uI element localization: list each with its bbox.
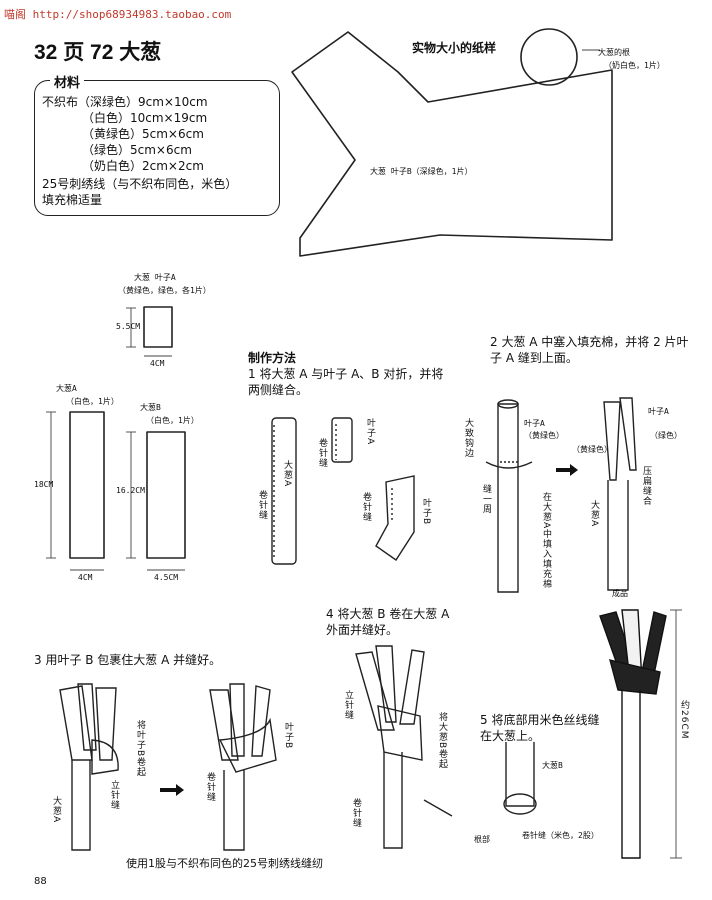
step2-yg2: （黄绿色） <box>572 445 612 454</box>
step3-wrap: 将叶子B卷起 <box>135 720 145 778</box>
step2-stuff: 在大葱A中填入填充棉 <box>541 492 551 590</box>
step4-wrap: 将大葱B卷起 <box>437 712 447 770</box>
step2-line2: 子 A 缝到上面。 <box>490 351 578 365</box>
step2-stitch-around: 缝一周 <box>481 484 491 514</box>
step4-roll: 卷针缝 <box>351 798 361 828</box>
step5-stalkB: 大葱B <box>542 761 563 770</box>
step1-leafA-label: 叶子A <box>365 418 375 446</box>
stalkB-pattern-rect <box>146 431 186 559</box>
step5-roll: 卷针缝（米色，2股） <box>522 831 599 840</box>
step1-roll-label: 卷针缝 <box>317 438 327 468</box>
step5-line2: 在大葱上。 <box>480 729 541 743</box>
material-line-2: （白色）10cm×19cm <box>82 111 208 125</box>
root-label: 大葱的根 <box>598 48 630 57</box>
step3-stand-sew: 立针缝 <box>109 780 119 810</box>
finished-height: 约26CM <box>679 700 689 740</box>
leafA-piece-sub: （黄绿色，绿色，各1片） <box>118 286 211 295</box>
step2-stitch-big: 大致钩边 <box>463 418 473 458</box>
stalkA-title: 大葱A <box>56 384 77 393</box>
footer-note: 使用1股与不织布同色的25号刺绣线缝纫 <box>126 857 323 870</box>
leafA-width: 4CM <box>150 359 165 368</box>
stalkB-sub: （白色，1片） <box>146 416 199 425</box>
step1-roll2-label: 卷针缝 <box>257 490 267 520</box>
step1-line1: 1 将大葱 A 与叶子 A、B 对折，并将 <box>248 367 444 381</box>
materials-label: 材料 <box>50 72 85 91</box>
stalkA-width: 4CM <box>78 573 93 582</box>
material-line-5: （奶白色）2cm×2cm <box>82 159 204 173</box>
step3-roll: 卷针缝 <box>205 772 215 802</box>
step3-stalkA: 大葱A <box>51 796 61 824</box>
material-line-6: 25号刺绣线（与不织布同色，米色） <box>42 177 238 191</box>
step2-press: 压扁缝合 <box>641 466 651 506</box>
step2-yg: （黄绿色） <box>524 431 564 440</box>
step4-stand: 立针缝 <box>343 690 353 720</box>
leafB-pattern-label: 大葱 叶子B（深绿色，1片） <box>370 167 473 176</box>
material-line-3: （黄绿色）5cm×6cm <box>82 127 204 141</box>
step1-stalkA-label: 大葱A <box>282 460 292 488</box>
stalkB-title: 大葱B <box>140 403 161 412</box>
step2-leafA: 叶子A <box>524 419 545 428</box>
step2-stalkA: 大葱A <box>589 500 599 528</box>
stalkB-height: 16.2CM <box>116 486 145 495</box>
step4-line1: 4 将大葱 B 卷在大葱 A <box>326 607 450 621</box>
step1-roll3-label: 卷针缝 <box>361 492 371 522</box>
page-number: 88 <box>34 876 47 887</box>
root-pattern-circle <box>520 28 578 86</box>
root-label-sub: （奶白色，1片） <box>604 61 665 70</box>
leafB-pattern-shape <box>291 31 613 257</box>
stalkA-pattern-rect <box>69 411 105 559</box>
materials-box <box>34 80 280 216</box>
step4-line2: 外面并缝好。 <box>326 623 399 637</box>
step1-leafB-label: 叶子B <box>421 498 431 526</box>
material-line-1: 不织布（深绿色）9cm×10cm <box>42 95 208 109</box>
step1-line2: 两侧缝合。 <box>248 383 309 397</box>
step3-text: 3 用叶子 B 包裹住大葱 A 并缝好。 <box>34 653 222 667</box>
material-line-4: （绿色）5cm×6cm <box>82 143 192 157</box>
watermark: 喵阁 http://shop68934983.taobao.com <box>4 8 232 21</box>
pattern-heading: 实物大小的纸样 <box>412 41 497 55</box>
method-heading: 制作方法 <box>248 351 297 365</box>
leafA-height: 5.5CM <box>116 322 141 331</box>
stalkB-width: 4.5CM <box>154 573 179 582</box>
step5-root: 根部 <box>474 835 490 844</box>
leafA-pattern-rect <box>143 306 173 348</box>
page-title: 32 页 72 大葱 <box>34 41 162 64</box>
step2-leafA2: 叶子A <box>648 407 669 416</box>
step2-line1: 2 大葱 A 中塞入填充棉，并将 2 片叶 <box>490 335 689 349</box>
stalkA-height: 18CM <box>34 480 54 489</box>
step2-green: （绿色） <box>650 431 682 440</box>
step5-line1: 5 将底部用米色丝线缝 <box>480 713 600 727</box>
finished-label: 成品 <box>612 589 628 598</box>
material-line-7: 填充棉适量 <box>42 193 103 207</box>
step3-leafB: 叶子B <box>283 722 293 750</box>
leafA-piece-title: 大葱 叶子A <box>134 273 176 282</box>
stalkA-sub: （白色，1片） <box>66 397 119 406</box>
